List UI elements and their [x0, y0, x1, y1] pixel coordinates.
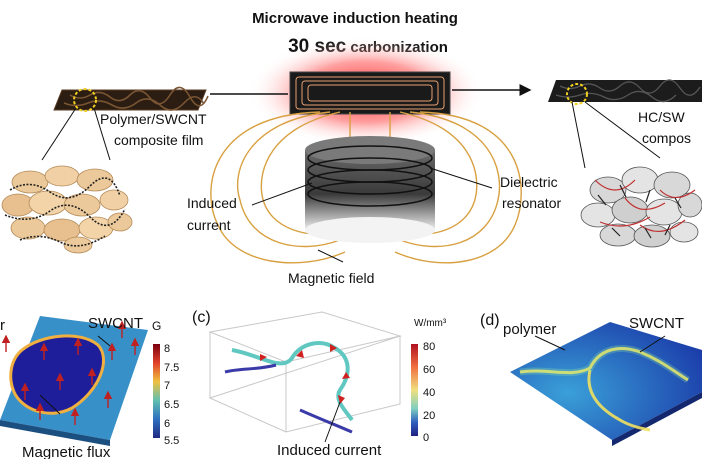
right-zoom-line-1: [571, 101, 586, 169]
panel-d-letter: (d): [480, 312, 500, 329]
induced-label-1: Induced: [187, 195, 237, 211]
left-film: [53, 86, 209, 112]
panel-b-tick-5: 5.5: [164, 435, 179, 447]
left-zoom-line-1: [41, 107, 77, 161]
right-film-highlight: [566, 83, 588, 105]
panel-b-caption: Magnetic flux: [22, 444, 111, 459]
dielectric-pointer: [429, 167, 493, 189]
panel-b-swcnt-label: SWCNT: [88, 315, 143, 332]
panel-c-tick-2: 40: [423, 387, 435, 399]
panel-c-tick-3: 20: [423, 410, 435, 422]
panel-c-tick-0: 80: [423, 341, 435, 353]
panel-c-colorbar: [411, 344, 418, 436]
panel-d-swcnt-pointer: [639, 335, 666, 353]
panel-c-tick-4: 0: [423, 432, 429, 444]
panel-b-tick-2: 7: [164, 380, 170, 392]
magnetic-field-pointer: [317, 249, 344, 263]
panel-d-polymer-label: polymer: [503, 321, 556, 338]
panel-b-flux-pointer: [39, 394, 61, 415]
panel-b-left-label: r: [0, 317, 5, 334]
panel-c-caption: Induced current: [277, 442, 382, 459]
panel-b-unit: G: [152, 319, 161, 333]
heating-coil-plate: [289, 71, 451, 115]
induced-label-2: current: [187, 217, 231, 233]
left-film-highlight: [73, 88, 97, 112]
left-zoom-line-2: [93, 107, 111, 161]
dielectric-label-2: resonator: [502, 195, 561, 211]
panel-b-colorbar: [153, 344, 160, 438]
panel-b-tick-0: 8: [164, 343, 170, 355]
induced-current-rings: [307, 145, 433, 207]
left-film-label-2: composite film: [114, 132, 203, 148]
panel-b-tick-1: 7.5: [164, 362, 179, 374]
panel-d: [510, 322, 702, 446]
panel-d-plate: [510, 322, 702, 440]
right-film-label-1: HC/SW: [638, 109, 685, 125]
magnetic-field-label: Magnetic field: [288, 270, 374, 286]
induced-pointer: [251, 182, 313, 206]
left-film-label-1: Polymer/SWCNT: [100, 111, 207, 127]
panel-b-tick-4: 6: [164, 418, 170, 430]
right-zoom-line-2: [584, 101, 661, 159]
title: Microwave induction heating: [252, 10, 458, 27]
panel-c-unit: W/mm³: [414, 318, 447, 329]
panel-d-swcnt-label: SWCNT: [629, 315, 684, 332]
panel-c-tick-1: 60: [423, 364, 435, 376]
panel-c-current-pointer: [324, 401, 341, 443]
panel-c-swcnt-path: [231, 341, 354, 422]
dielectric-label-1: Dielectric: [500, 174, 558, 190]
panel-b-swcnt-pointer: [97, 335, 111, 347]
panel-d-polymer-pointer: [534, 335, 566, 351]
panel-c: [208, 311, 402, 443]
panel-b: [0, 316, 148, 446]
panel-c-letter: (c): [192, 309, 211, 326]
polymer-particles: [1, 165, 133, 254]
right-film-label-2: compos: [642, 130, 691, 146]
panel-b-tick-3: 6.5: [164, 399, 179, 411]
right-film: [548, 79, 702, 105]
carbon-particles: [580, 166, 702, 248]
